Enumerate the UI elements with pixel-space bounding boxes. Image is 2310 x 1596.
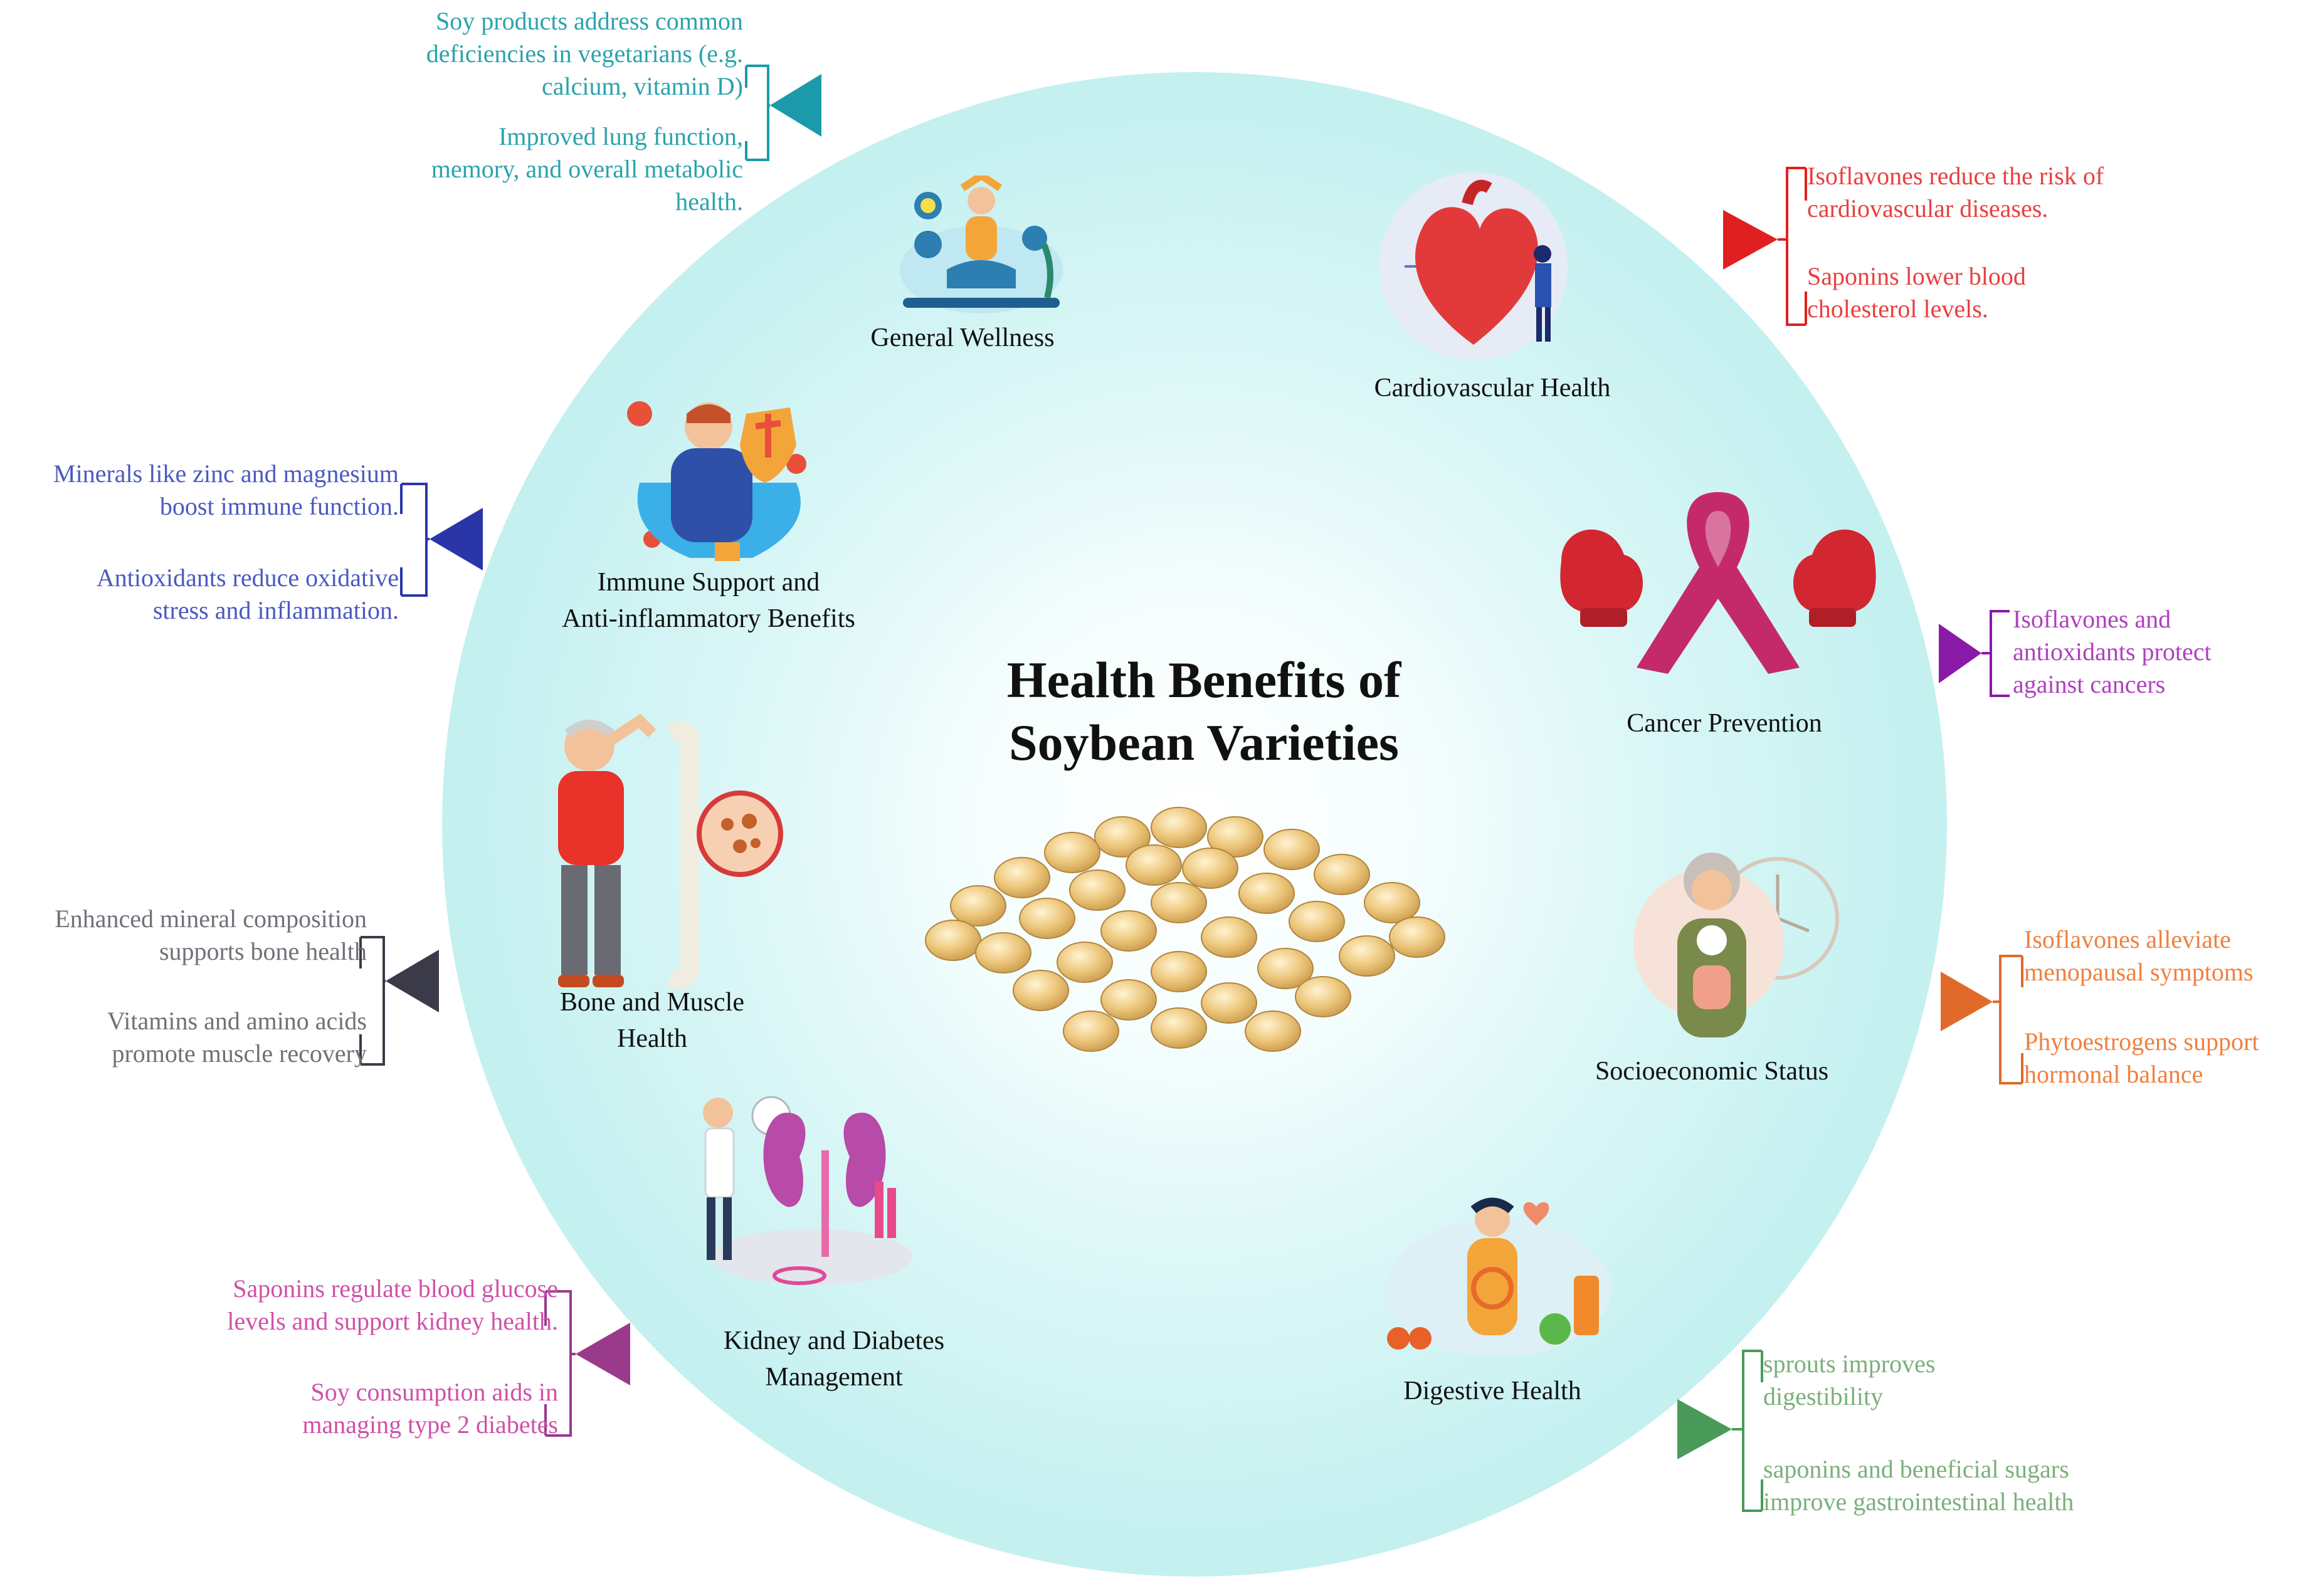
ann-general-wellness-2: Improved lung function, memory, and over…	[431, 122, 743, 216]
soybeans-pile-icon	[925, 807, 1445, 1052]
label-cancer: Cancer Prevention	[1627, 709, 1822, 738]
label-kidney: Kidney and Diabetes Management	[723, 1326, 945, 1392]
arrow-digestive	[1677, 1399, 1732, 1459]
ann-immune-2: Antioxidants reduce oxidative stress and…	[96, 564, 399, 624]
arrow-bone	[386, 950, 439, 1012]
label-cardiovascular: Cardiovascular Health	[1374, 374, 1611, 402]
bracket-kidney	[544, 1290, 576, 1437]
arrow-kidney	[576, 1323, 630, 1385]
bracket-bone	[359, 936, 386, 1066]
immune-shield-person-icon	[627, 401, 806, 561]
arrow-general-wellness	[770, 74, 821, 137]
woman-digestive-icon	[1386, 1197, 1611, 1357]
ann-bone-1: Enhanced mineral composition supports bo…	[55, 905, 367, 965]
ann-socioeconomic-2: Phytoestrogens support hormonal balance	[2024, 1027, 2259, 1088]
ann-immune-1: Minerals like zinc and magnesium boost i…	[53, 459, 399, 520]
elderly-man-bone-icon	[558, 713, 783, 990]
title-line-2: Soybean Varieties	[1009, 714, 1399, 771]
title-line-1: Health Benefits of	[1006, 651, 1401, 708]
meditation-person-icon	[900, 176, 1063, 313]
label-general-wellness: General Wellness	[870, 323, 1055, 352]
ann-kidney-2: Soy consumption aids in managing type 2 …	[302, 1378, 558, 1439]
ann-digestive-1: sprouts improves digestibility	[1763, 1350, 1936, 1410]
label-bone: Bone and Muscle Health	[560, 988, 744, 1053]
ann-general-wellness-1: Soy products address common deficiencies…	[426, 7, 743, 100]
label-immune: Immune Support and Anti-inflammatory Ben…	[562, 568, 855, 633]
ann-cardiovascular-1: Isoflavones reduce the risk of cardiovas…	[1807, 162, 2104, 223]
heart-doctor-icon	[1379, 172, 1568, 360]
arrow-immune	[430, 508, 483, 570]
label-socioeconomic: Socioeconomic Status	[1595, 1057, 1829, 1086]
ann-cardiovascular-2: Saponins lower blood cholesterol levels.	[1807, 262, 2026, 323]
arrow-socioeconomic	[1941, 972, 1993, 1031]
ann-socioeconomic-1: Isoflavones alleviate menopausal symptom…	[2024, 925, 2254, 986]
arrow-cancer	[1939, 624, 1981, 683]
bracket-cardiovascular	[1778, 167, 1807, 326]
arrow-cardiovascular	[1723, 210, 1778, 270]
bracket-digestive	[1732, 1350, 1763, 1512]
bracket-immune	[400, 483, 430, 597]
ann-bone-2: Vitamins and amino acids promote muscle …	[107, 1007, 367, 1068]
elderly-woman-clock-icon	[1633, 853, 1839, 1037]
ann-cancer-1: Isoflavones and antioxidants protect aga…	[2013, 605, 2212, 698]
ann-digestive-2: saponins and beneficial sugars improve g…	[1763, 1455, 2074, 1516]
doctor-kidney-icon	[703, 1096, 912, 1285]
label-digestive: Digestive Health	[1403, 1377, 1581, 1405]
ann-kidney-1: Saponins regulate blood glucose levels a…	[227, 1274, 558, 1335]
bracket-cancer	[1981, 610, 2010, 697]
bracket-socioeconomic	[1993, 955, 2023, 1084]
bracket-general-wellness	[745, 65, 770, 161]
diagram-title: Health Benefits of Soybean Varieties	[890, 649, 1517, 774]
ribbon-boxing-gloves-icon	[1560, 492, 1876, 674]
